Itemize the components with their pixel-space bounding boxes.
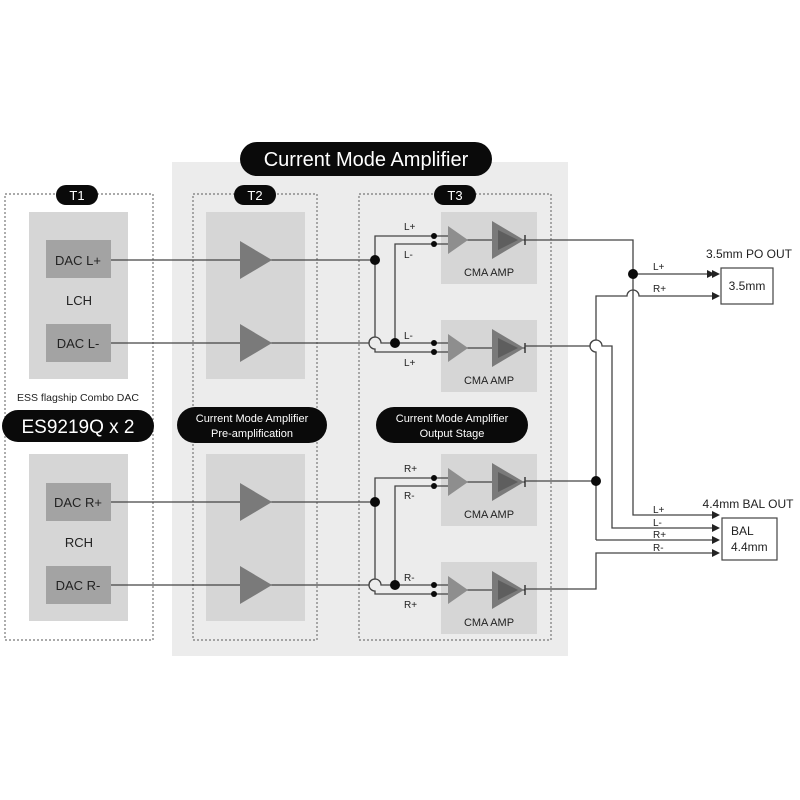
junction-dots — [370, 233, 437, 597]
bal-out-box-line2: 4.4mm — [731, 540, 768, 554]
output-junction-dots — [591, 269, 638, 486]
amp2-in-top-label: L- — [404, 331, 413, 342]
dac-r-minus-label: DAC R- — [56, 578, 101, 593]
po-out-box-label: 3.5mm — [729, 279, 766, 293]
t3-tag-label: T3 — [447, 188, 462, 203]
cma-amp-block: CMA AMP — [441, 320, 537, 392]
bal-signal-r-minus: R- — [653, 543, 664, 554]
cma-amp-block: CMA AMP — [441, 454, 537, 526]
t3-caption-pill: Current Mode Amplifier Output Stage — [376, 407, 528, 443]
bal-signal-r-plus: R+ — [653, 530, 666, 541]
lch-label: LCH — [66, 293, 92, 308]
cma-amp-label: CMA AMP — [464, 375, 514, 387]
amp1-in-top-label: L+ — [404, 222, 416, 233]
t2-tag-label: T2 — [247, 188, 262, 203]
t1-tag-label: T1 — [69, 188, 84, 203]
preamp-l-minus-icon — [240, 324, 272, 362]
amp3-in-bottom-label: R- — [404, 491, 415, 502]
diff-amp-icon — [448, 468, 468, 496]
po-signal-r-plus: R+ — [653, 284, 666, 295]
dac-subtitle: ESS flagship Combo DAC — [17, 392, 139, 404]
cma-amp-block: CMA AMP — [441, 212, 537, 284]
t3-tag: T3 — [434, 185, 476, 205]
t1-tag: T1 — [56, 185, 98, 205]
output-wires — [525, 239, 715, 590]
t2-tag: T2 — [234, 185, 276, 205]
t3-routing-wires — [368, 235, 448, 595]
t2-caption-line2: Pre-amplification — [211, 428, 293, 440]
bal-signal-l-plus: L+ — [653, 505, 665, 516]
cma-amp-block: CMA AMP — [441, 562, 537, 634]
t2-lower-panel — [206, 454, 305, 621]
dac-r-plus-label: DAC R+ — [54, 495, 102, 510]
bal-out-title: 4.4mm BAL OUT — [703, 497, 795, 511]
dac-l-plus-box — [46, 240, 111, 278]
amp4-in-top-label: R- — [404, 573, 415, 584]
amp3-in-top-label: R+ — [404, 464, 417, 475]
bal-out-box-line1: BAL — [731, 524, 754, 538]
title-pill: Current Mode Amplifier — [240, 142, 492, 176]
diff-amp-icon — [448, 576, 468, 604]
preamp-r-minus-icon — [240, 566, 272, 604]
output-arrowheads — [712, 270, 720, 557]
cma-amp-label: CMA AMP — [464, 267, 514, 279]
preamp-r-plus-icon — [240, 483, 272, 521]
cma-amp-label: CMA AMP — [464, 509, 514, 521]
cma-amp-label: CMA AMP — [464, 617, 514, 629]
t2-caption-line1: Current Mode Amplifier — [196, 413, 309, 425]
page-title: Current Mode Amplifier — [264, 149, 469, 171]
dac-r-minus-box — [46, 566, 111, 604]
dac-r-plus-box — [46, 483, 111, 521]
chip-label: ES9219Q x 2 — [21, 417, 134, 438]
preamp-l-plus-icon — [240, 241, 272, 279]
dac-l-plus-label: DAC L+ — [55, 253, 101, 268]
rch-label: RCH — [65, 535, 93, 550]
po-signal-l-plus: L+ — [653, 262, 665, 273]
amp4-in-bottom-label: R+ — [404, 600, 417, 611]
t2-upper-panel — [206, 212, 305, 379]
diff-amp-icon — [448, 334, 468, 362]
t2-caption-pill: Current Mode Amplifier Pre-amplification — [177, 407, 327, 443]
po-out-box — [720, 267, 774, 305]
dac-l-minus-box — [46, 324, 111, 362]
t3-caption-line1: Current Mode Amplifier — [396, 413, 509, 425]
po-out-title: 3.5mm PO OUT — [706, 247, 793, 261]
amp2-in-bottom-label: L+ — [404, 358, 416, 369]
amp1-in-bottom-label: L- — [404, 250, 413, 261]
diff-amp-icon — [448, 226, 468, 254]
bal-signal-l-minus: L- — [653, 518, 662, 529]
t3-caption-line2: Output Stage — [420, 428, 485, 440]
dac-l-minus-label: DAC L- — [57, 336, 100, 351]
chip-pill: ES9219Q x 2 — [2, 410, 154, 442]
bal-out-box — [721, 517, 778, 561]
